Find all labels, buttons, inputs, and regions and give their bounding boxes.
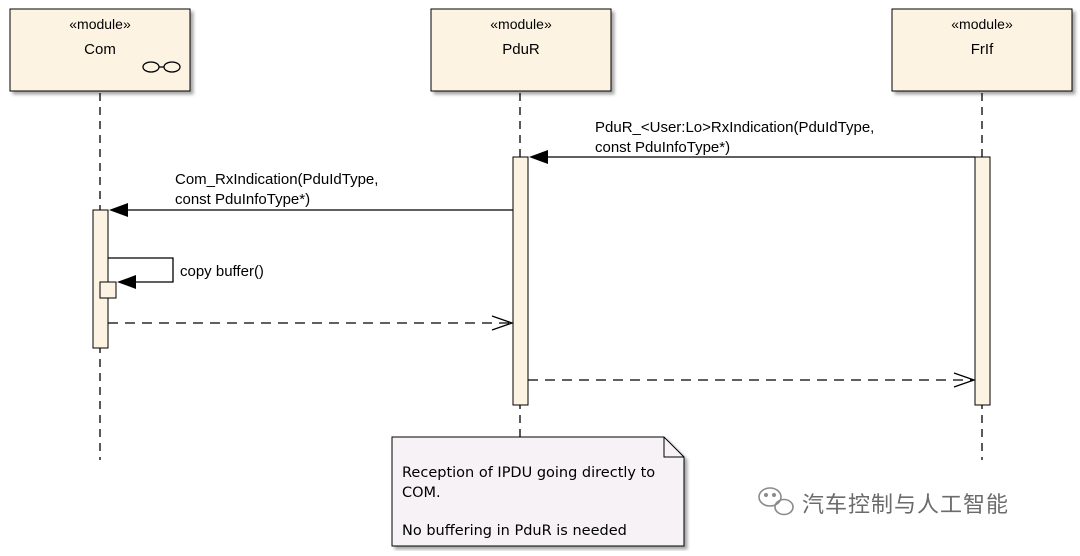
return-arrow-com-to-pdur — [108, 315, 514, 331]
stereotype-frif: «module» — [951, 16, 1013, 32]
lifeline-name-pdur: PduR — [502, 41, 540, 58]
note-box — [391, 436, 685, 547]
note-text-line1: Reception of IPDU going directly to — [402, 465, 656, 481]
lifeline-name-frif: FrIf — [970, 41, 994, 58]
note-text-line3: No buffering in PduR is needed — [402, 523, 627, 539]
message-arrow-frif-to-pdur — [529, 150, 975, 164]
lifeline-name-com: Com — [84, 41, 116, 58]
message-label-pdur-to-com-line2: const PduInfoType*) — [175, 191, 311, 208]
self-message-copy-buffer — [108, 257, 174, 289]
activation-bar-com — [92, 209, 109, 349]
watermark-text: 汽车控制与人工智能 — [802, 493, 1010, 518]
activation-bar-frif — [974, 156, 991, 406]
lifeline-box-frif — [891, 8, 1073, 92]
message-label-pdur-to-com-line1: Com_RxIndication(PduIdType, — [175, 171, 379, 188]
note-text-line2: COM. — [402, 485, 441, 501]
wechat-icon — [758, 487, 794, 516]
stereotype-pdur: «module» — [490, 16, 552, 32]
lifeline-box-pdur — [430, 8, 612, 92]
message-arrow-pdur-to-com — [109, 203, 513, 217]
message-label-frif-to-pdur-line1: PduR_<User:Lo>RxIndication(PduIdType, — [595, 119, 875, 136]
lifeline-box-com — [9, 8, 191, 92]
activation-bar-com-nested — [99, 281, 117, 299]
glasses-icon — [142, 61, 181, 73]
activation-bar-pdur — [512, 156, 529, 406]
self-message-label: copy buffer() — [180, 263, 264, 280]
message-label-frif-to-pdur-line2: const PduInfoType*) — [595, 139, 731, 156]
stereotype-com: «module» — [69, 16, 131, 32]
return-arrow-pdur-to-frif — [528, 372, 976, 388]
